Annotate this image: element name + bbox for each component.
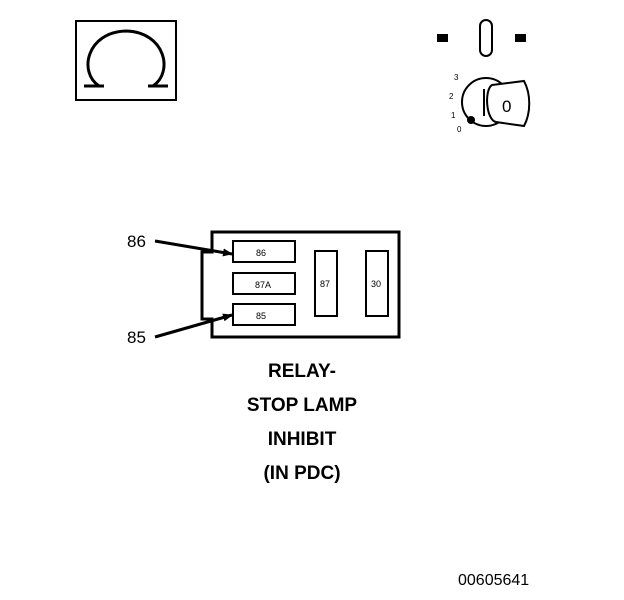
relay-pin-30-label: 30 [371, 279, 381, 289]
relay-pin-87a [232, 272, 296, 295]
relay-pin-86 [232, 240, 296, 263]
relay-pin-87a-label: 87A [255, 280, 271, 290]
relay-pin-30 [365, 250, 389, 317]
ignition-key-label: 0 [502, 97, 511, 116]
ignition-position-2: 2 [449, 92, 454, 101]
ignition-position-1: 1 [451, 111, 456, 120]
caption-line-4: (IN PDC) [263, 463, 341, 484]
callout-86-arrow [154, 239, 233, 257]
caption-line-3: INHIBIT [267, 429, 337, 450]
callout-86-label: 86 [127, 232, 146, 251]
relay-pin-85 [232, 303, 296, 326]
ignition-switch-icon: 0 3 2 1 0 [437, 19, 531, 134]
caption-line-2: STOP LAMP [246, 395, 358, 416]
relay-pin-87 [314, 250, 338, 317]
figure-id: 00605641 [458, 572, 530, 589]
relay-pin-86-label: 86 [256, 248, 266, 258]
callout-85-label: 85 [127, 328, 146, 347]
caption-line-1: RELAY- [268, 361, 336, 382]
relay-pin-85-label: 85 [256, 311, 266, 321]
callout-85-arrow [154, 313, 233, 339]
ignition-position-0: 0 [457, 125, 462, 134]
ohmmeter-symbol-icon [75, 20, 177, 101]
relay-pin-87-label: 87 [320, 279, 330, 289]
ignition-position-3: 3 [454, 73, 459, 82]
relay-body: 86 87A 85 87 30 [200, 230, 401, 339]
